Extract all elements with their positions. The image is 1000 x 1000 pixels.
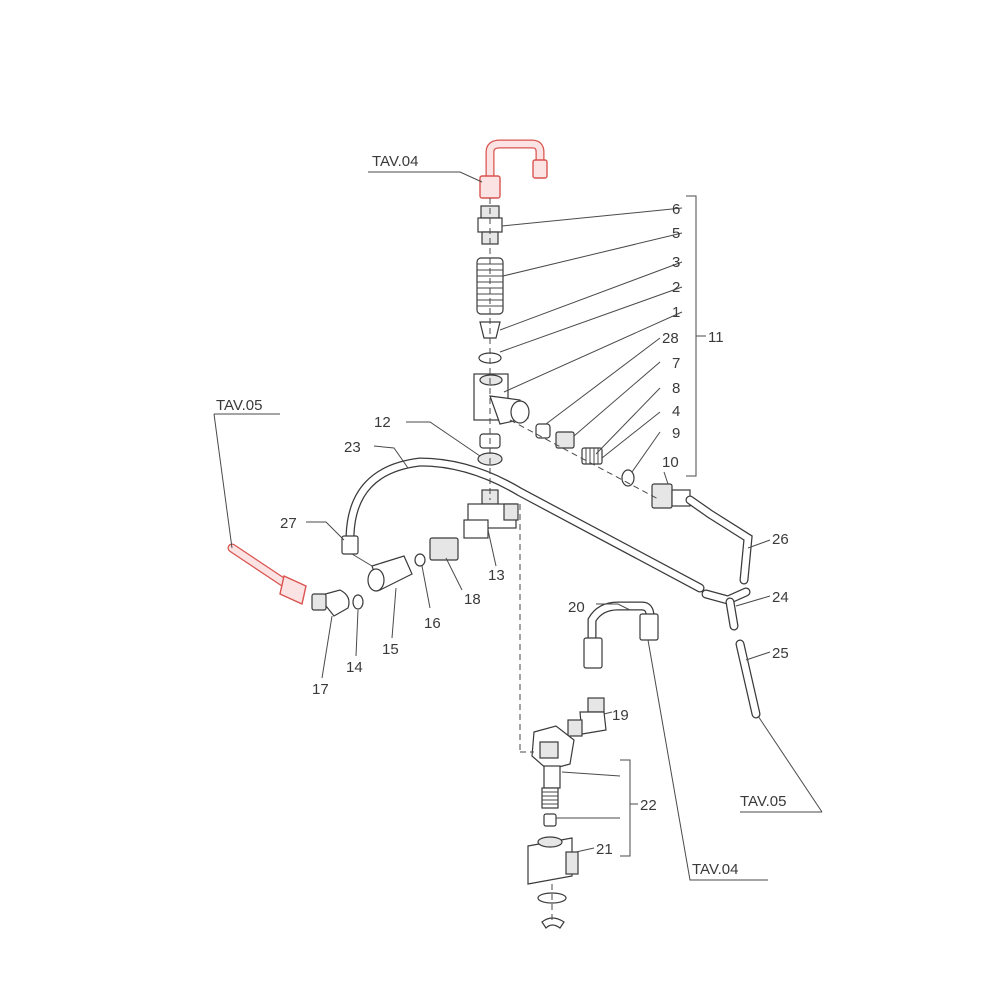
part-5-spring (476, 257, 504, 315)
part-1-valve-body (473, 373, 530, 425)
label-4: 4 (672, 403, 680, 420)
part-28-bushing (535, 423, 551, 439)
label-24: 24 (772, 589, 789, 606)
label-18: 18 (464, 591, 481, 608)
part-18-nut (429, 537, 459, 561)
part-7-nut (555, 431, 575, 449)
label-3: 3 (672, 254, 680, 271)
part-22-valve (531, 725, 575, 809)
label-10: 10 (662, 454, 679, 471)
label-7: 7 (672, 355, 680, 372)
part-19-elbow (567, 697, 607, 737)
label-5: 5 (672, 225, 680, 242)
part-16-ring (414, 553, 426, 567)
label-9: 9 (672, 425, 680, 442)
label-17: 17 (312, 681, 329, 698)
label-12: 12 (374, 414, 391, 431)
part-8-spring (581, 447, 603, 465)
red-pipe-top (479, 139, 548, 199)
label-21: 21 (596, 841, 613, 858)
part-21-coil (527, 836, 579, 885)
label-27: 27 (280, 515, 297, 532)
label-6: 6 (672, 201, 680, 218)
leader-lines (213, 171, 823, 920)
label-1: 1 (672, 304, 680, 321)
tube-26 (685, 495, 753, 585)
label-14: 14 (346, 659, 363, 676)
label-2: 2 (672, 279, 680, 296)
tube-20 (583, 601, 659, 669)
part-labels: TAV.04 TAV.05 TAV.05 TAV.04 6 5 3 2 1 28… (216, 153, 789, 878)
label-15: 15 (382, 641, 399, 658)
label-26: 26 (772, 531, 789, 548)
part-27-fitting (341, 535, 373, 567)
part-24-junction (701, 587, 751, 631)
part-14-ring (352, 594, 364, 610)
part-clip (541, 917, 565, 929)
label-25: 25 (772, 645, 789, 662)
tube-25 (735, 639, 761, 719)
label-19: 19 (612, 707, 629, 724)
label-28: 28 (662, 330, 679, 347)
part-13-tee (463, 489, 519, 539)
ref-tav04-top: TAV.04 (372, 153, 418, 170)
part-17-elbow (311, 589, 350, 617)
label-16: 16 (424, 615, 441, 632)
label-20: 20 (568, 599, 585, 616)
ref-tav05-right: TAV.05 (740, 793, 786, 810)
ref-tav05-left: TAV.05 (216, 397, 262, 414)
red-pipe-left (227, 543, 307, 605)
part-15-body (367, 555, 413, 592)
part-plunger (543, 813, 557, 827)
label-22: 22 (640, 797, 657, 814)
label-23: 23 (344, 439, 361, 456)
label-8: 8 (672, 380, 680, 397)
label-13: 13 (488, 567, 505, 584)
part-10-fitting (651, 483, 691, 509)
part-9-washer (621, 469, 635, 487)
ref-tav04-bottom: TAV.04 (692, 861, 738, 878)
label-11: 11 (708, 329, 724, 346)
tube-23 (345, 457, 705, 593)
